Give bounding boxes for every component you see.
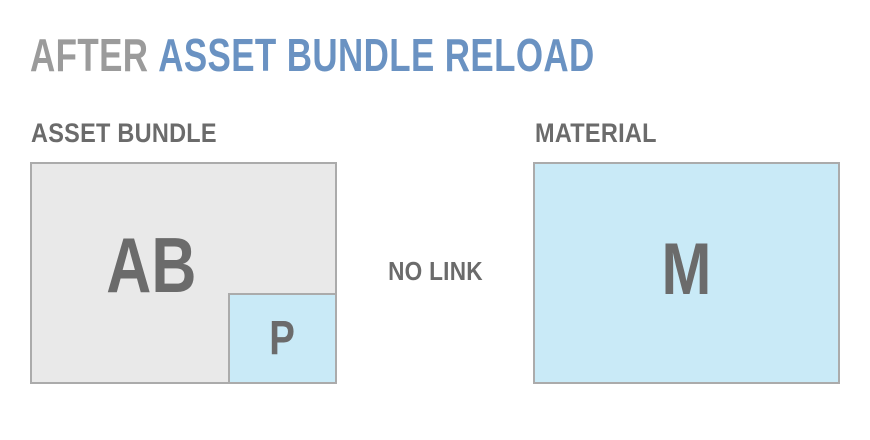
asset-bundle-label: ASSET BUNDLE [31,120,245,147]
material-label-text: MATERIAL [535,118,657,148]
material-box: M [533,162,840,384]
title-prefix: AFTER [30,29,149,81]
prefab-letter: P [269,311,296,365]
material-letter: M [661,228,712,310]
asset-bundle-label-text: ASSET BUNDLE [31,118,217,148]
no-link-label-text: NO LINK [387,256,483,286]
material-letter-area: M [535,164,838,382]
title-rest: ASSET BUNDLE RELOAD [158,29,595,81]
asset-bundle-letter: AB [106,221,197,309]
material-label: MATERIAL [535,120,675,147]
asset-bundle-box: AB P [30,162,337,384]
no-link-label: NO LINK [337,258,533,284]
asset-bundle-letter-area: AB [32,164,271,366]
prefab-box: P [228,293,337,384]
